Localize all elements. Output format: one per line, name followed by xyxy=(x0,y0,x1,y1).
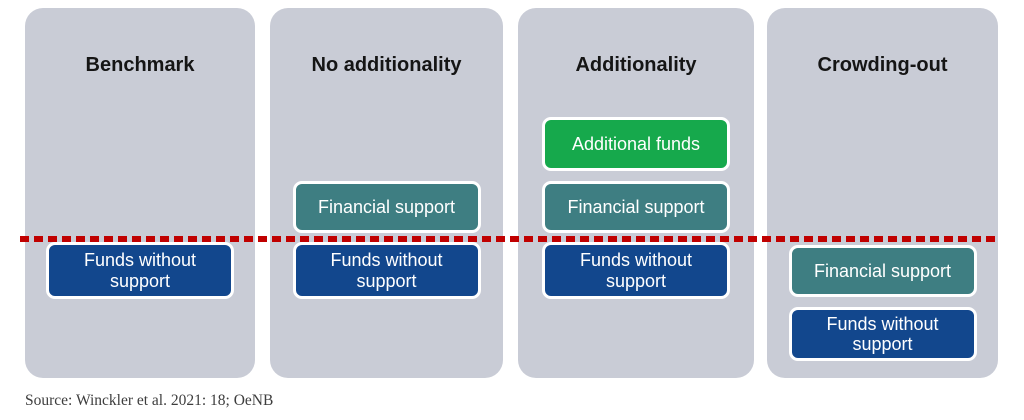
panel-title: No additionality xyxy=(311,54,462,76)
box-financial-support: Financial support xyxy=(788,245,977,297)
threshold-dashed-line xyxy=(20,236,997,242)
panel-title: Benchmark xyxy=(85,54,195,76)
box-additional-funds: Additional funds xyxy=(542,117,730,171)
panel-no-additionality: No additionality Financial support Funds… xyxy=(270,8,503,378)
panel-benchmark: Benchmark Funds without support xyxy=(25,8,255,378)
box-funds-without-support: Funds without support xyxy=(292,242,481,299)
box-financial-support: Financial support xyxy=(542,181,730,233)
box-funds-without-support: Funds without support xyxy=(542,242,730,299)
panel-additionality: Additionality Additional funds Financial… xyxy=(518,8,754,378)
panel-title: Crowding-out xyxy=(817,54,948,76)
box-funds-without-support: Funds without support xyxy=(788,307,977,361)
box-funds-without-support: Funds without support xyxy=(46,242,234,299)
panel-crowding-out: Crowding-out Financial support Funds wit… xyxy=(767,8,998,378)
panel-title: Additionality xyxy=(575,54,697,76)
source-note: Source: Winckler et al. 2021: 18; OeNB xyxy=(25,392,274,409)
box-financial-support: Financial support xyxy=(292,181,481,233)
